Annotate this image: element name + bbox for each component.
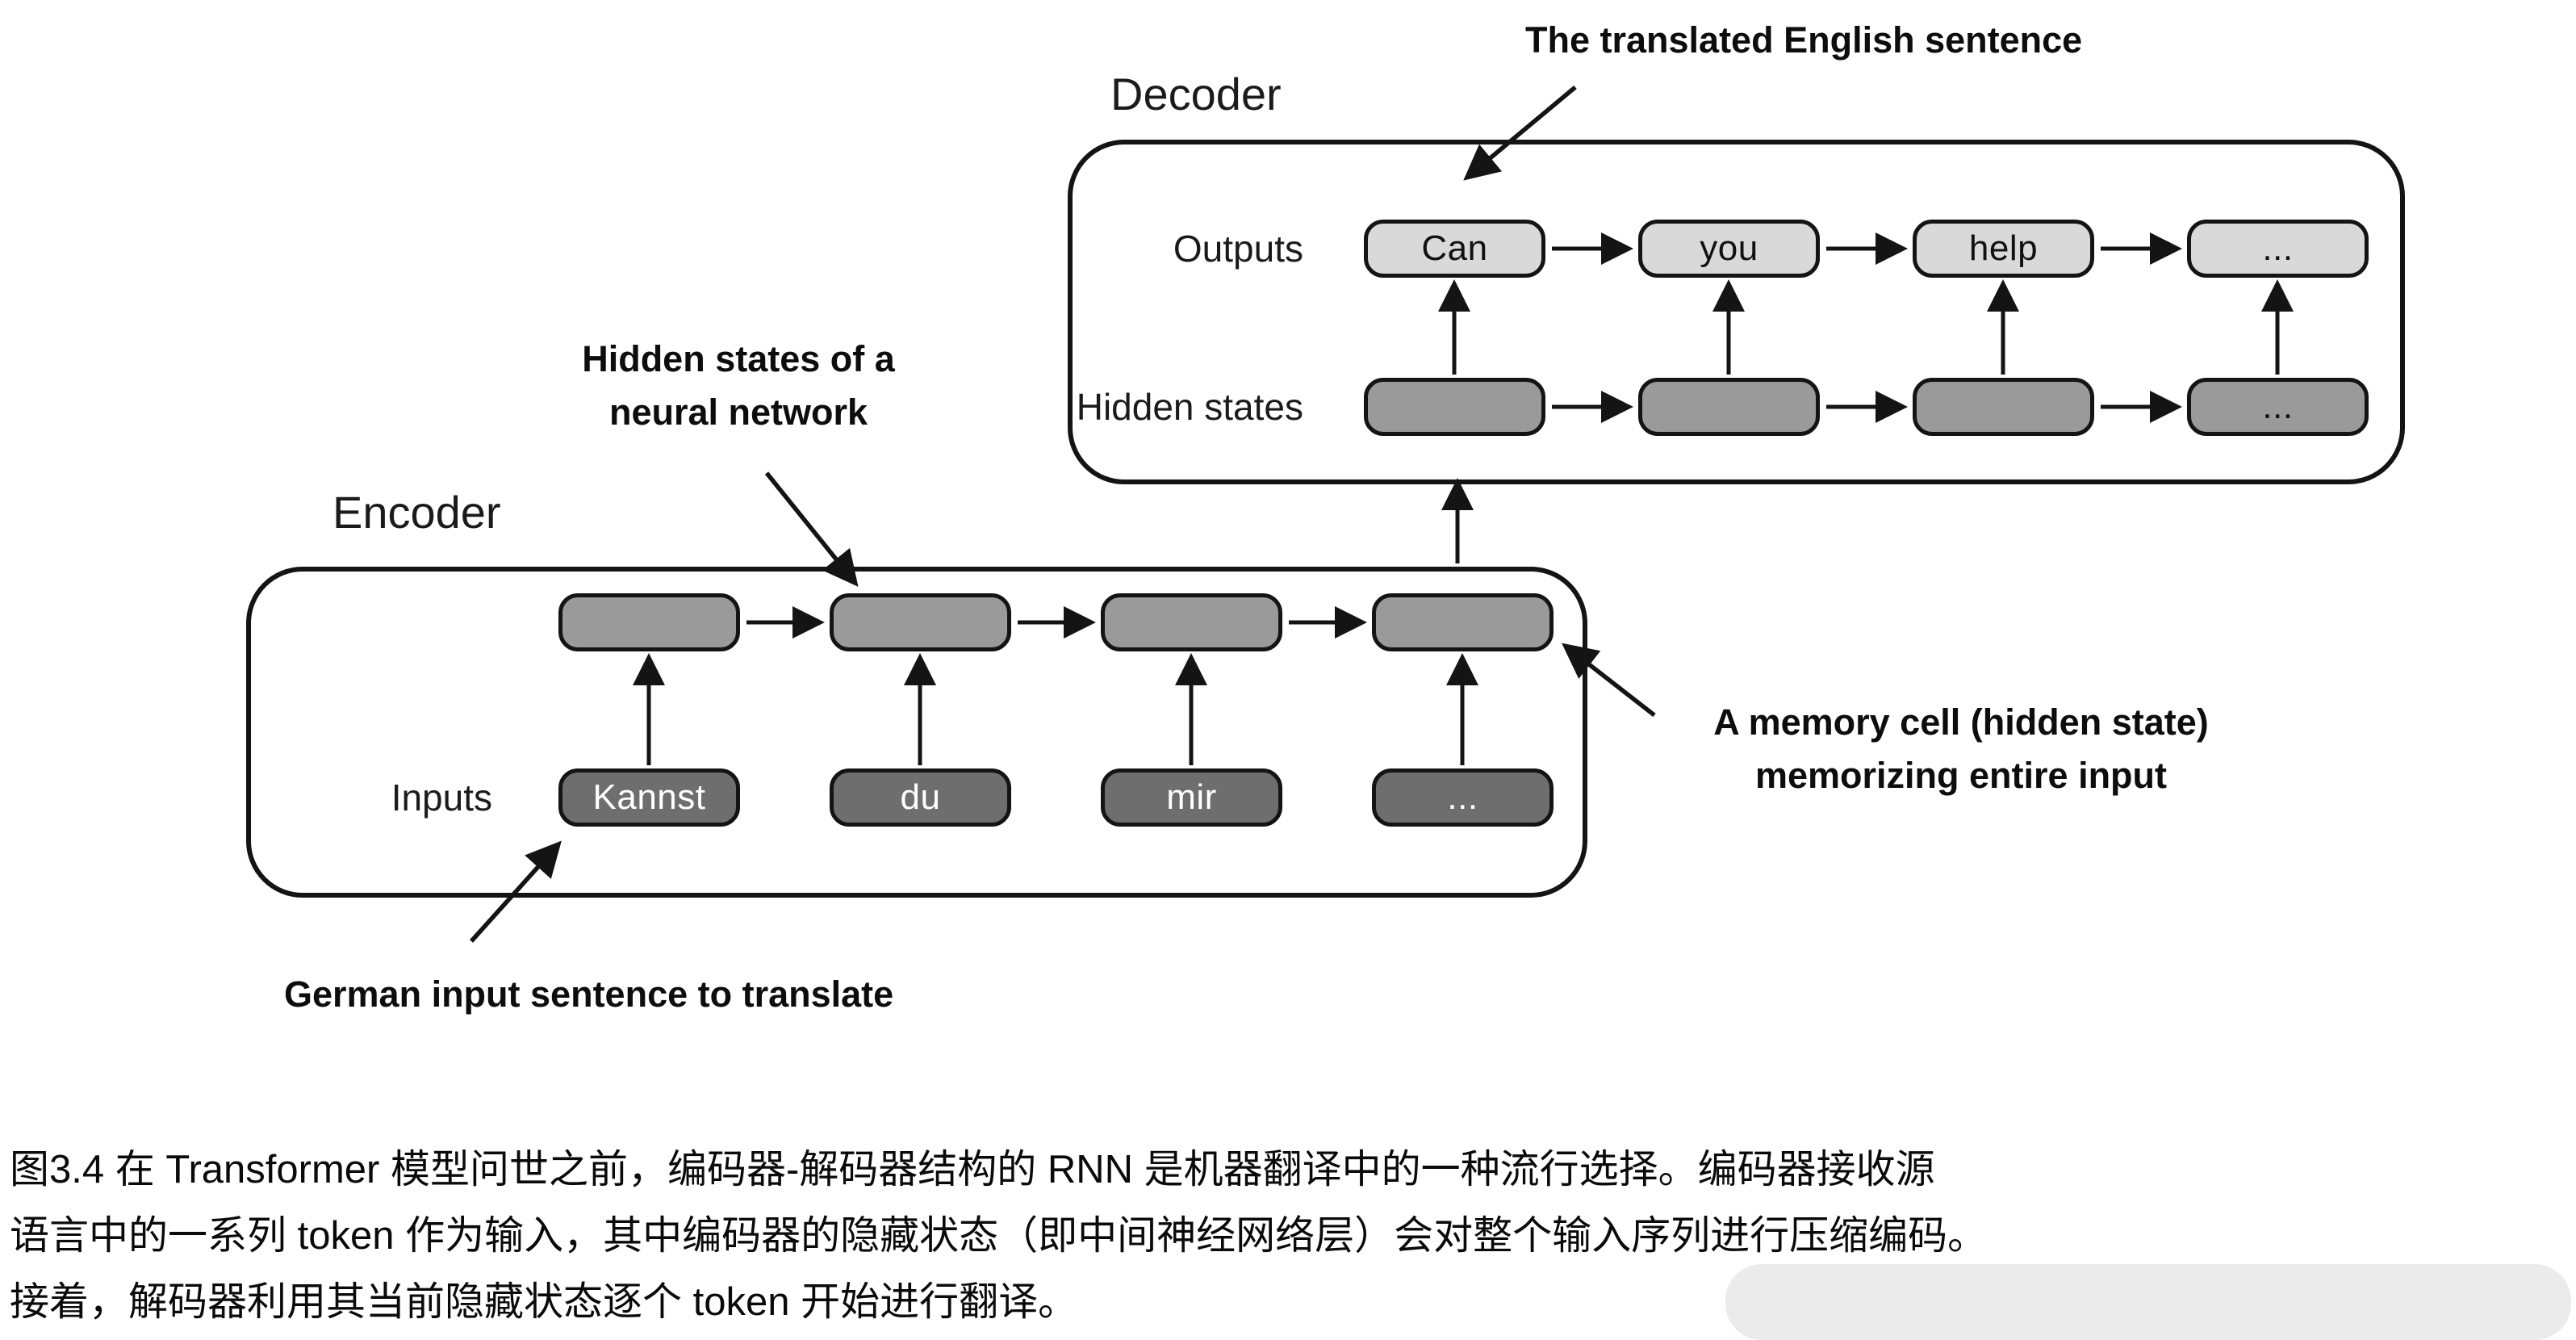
decoder-output-token: Can — [1364, 220, 1545, 278]
decoder-output-token: ... — [2187, 220, 2369, 278]
decoder-output-token: help — [1913, 220, 2094, 278]
figure-caption-line: 接着，解码器利用其当前隐藏状态逐个 token 开始进行翻译。 — [10, 1280, 1078, 1324]
figure-caption-line: 图3.4 在 Transformer 模型问世之前，编码器-解码器结构的 RNN… — [10, 1148, 1935, 1191]
arrow-annotation-hidden-states — [764, 471, 859, 587]
encoder-input-token: mir — [1101, 768, 1282, 827]
encoder-input-token: du — [830, 768, 1011, 827]
encoder-hidden-cell — [830, 593, 1011, 651]
annotation-hidden-states: Hidden states of a neural network — [557, 333, 920, 439]
annotation-memory-cell-line1: A memory cell (hidden state) — [1713, 701, 2209, 743]
decoder-hidden-cell: ... — [2187, 378, 2369, 436]
decoder-hidden-cell — [1364, 378, 1545, 436]
annotation-memory-cell-line2: memorizing entire input — [1754, 755, 2168, 796]
encoder-input-token: Kannst — [558, 768, 740, 827]
figure-caption: 图3.4 在 Transformer 模型问世之前，编码器-解码器结构的 RNN… — [10, 1137, 2573, 1335]
figure-caption-line: 语言中的一系列 token 作为输入，其中编码器的隐藏状态（即中间神经网络层）会… — [10, 1214, 1988, 1258]
encoder-inputs-label: Inputs — [391, 777, 492, 819]
encoder-title: Encoder — [332, 487, 501, 538]
encoder-box — [246, 567, 1587, 898]
decoder-hidden-label: Hidden states — [1076, 386, 1303, 428]
background-artifact — [1725, 1264, 2571, 1340]
decoder-hidden-cell — [1913, 378, 2094, 436]
annotation-hidden-states-line2: neural network — [608, 392, 868, 433]
annotation-hidden-states-line1: Hidden states of a — [582, 338, 895, 379]
decoder-output-token: you — [1638, 220, 1820, 278]
decoder-title: Decoder — [1110, 69, 1282, 119]
annotation-german-input: German input sentence to translate — [284, 974, 894, 1015]
annotation-translated-sentence: The translated English sentence — [1525, 19, 2083, 61]
decoder-box — [1068, 140, 2405, 484]
encoder-hidden-cell — [1372, 593, 1554, 651]
annotation-memory-cell: A memory cell (hidden state) memorizing … — [1662, 696, 2260, 802]
encoder-hidden-cell — [558, 593, 740, 651]
decoder-hidden-cell — [1638, 378, 1820, 436]
encoder-input-token: ... — [1372, 768, 1554, 827]
encoder-hidden-cell — [1101, 593, 1282, 651]
decoder-outputs-label: Outputs — [1173, 228, 1303, 270]
